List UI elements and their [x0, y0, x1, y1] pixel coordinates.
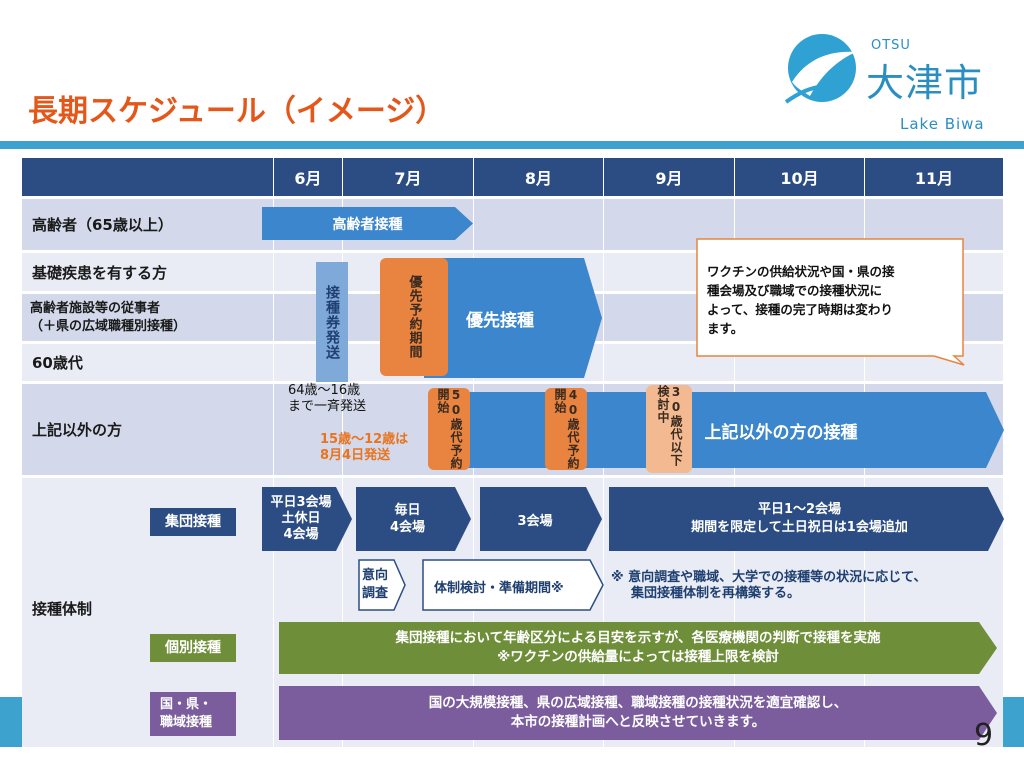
page-title: 長期スケジュール（イメージ） [28, 94, 446, 129]
footer-band-left [0, 697, 22, 747]
row-label-system: 接種体制 [32, 599, 93, 618]
priority-vaccination-bar: 優先接種 [424, 258, 602, 378]
group-note: ※ 意向調査や職域、大学での接種等の状況に応じて、 集団接種体制を再構築する。 [611, 570, 927, 601]
shipping-note-15: 15歳～12歳は 8月4日発送 [320, 432, 409, 463]
row-label-underlying: 基礎疾患を有する方 [32, 263, 168, 282]
otsu-logo-icon [784, 34, 856, 104]
callout-text: ワクチンの供給状況や国・県の接 種会場及び職域での接種状況に よって、接種の完了… [707, 264, 895, 336]
res40-box: 40歳代予約開始 [545, 388, 587, 470]
group-vaccination-tag: 集団接種 [150, 508, 236, 536]
month-header-jun: 6月 [273, 158, 342, 196]
row-label-sixties: 60歳代 [32, 354, 83, 372]
group-phase4-bar: 平日1～2会場 期間を限定して土日祝日は1会場追加 [609, 487, 1004, 551]
survey-arrow-shape [358, 559, 406, 611]
logo-lake-biwa: Lake Biwa [900, 115, 985, 133]
month-header-aug: 8月 [473, 158, 603, 196]
header-blank-cell [22, 158, 273, 196]
national-vaccination-bar: 国の大規模接種、県の広域接種、職域接種の接種状況を適宜確認し、 本市の接種計画へ… [279, 686, 997, 740]
month-header-jul: 7月 [342, 158, 473, 196]
res50-box: 50歳代予約開始 [428, 388, 470, 470]
prep-period-text: 体制検討・準備期間※ [434, 581, 564, 596]
group-phase1-bar: 平日3会場 土休日 4会場 [262, 487, 352, 551]
voucher-shipping-box: 接種券発送 [316, 262, 348, 382]
row-label-others: 上記以外の方 [32, 421, 123, 439]
shipping-note-64: 64歳～16歳 まで一斉発送 [288, 383, 367, 414]
month-header-sep: 9月 [603, 158, 734, 196]
title-divider [0, 141, 1024, 149]
individual-vaccination-tag: 個別接種 [150, 634, 236, 662]
page-number: 9 [974, 718, 994, 753]
prep-arrow-shape [422, 559, 604, 611]
survey-text: 意向 調査 [362, 568, 389, 601]
group-phase3-bar: 3会場 [480, 487, 602, 551]
elderly-vaccination-bar: 高齢者接種 [262, 207, 473, 240]
footer-band-right [1003, 697, 1024, 747]
others-vaccination-bar: 上記以外の方の接種 [448, 392, 1004, 468]
callout-bubble [696, 238, 965, 366]
national-vaccination-tag: 国・県・ 職域接種 [150, 692, 236, 736]
individual-vaccination-bar: 集団接種において年齢区分による目安を示すが、各医療機関の判断で接種を実施 ※ワク… [279, 622, 997, 674]
row-label-elderly: 高齢者（65歳以上） [32, 216, 173, 234]
row-label-facility: 高齢者施設等の従事者 （＋県の広域職種別接種） [30, 300, 187, 334]
priority-reservation-box: 優先予約期間 [380, 258, 448, 376]
study30-box: 30歳代以下検討中 [646, 385, 692, 473]
logo-otsu-text: OTSU [871, 38, 911, 53]
month-header-oct: 10月 [734, 158, 864, 196]
group-phase2-bar: 毎日 4会場 [356, 487, 471, 551]
month-header-nov: 11月 [864, 158, 1003, 196]
logo-city-name: 大津市 [866, 61, 984, 105]
